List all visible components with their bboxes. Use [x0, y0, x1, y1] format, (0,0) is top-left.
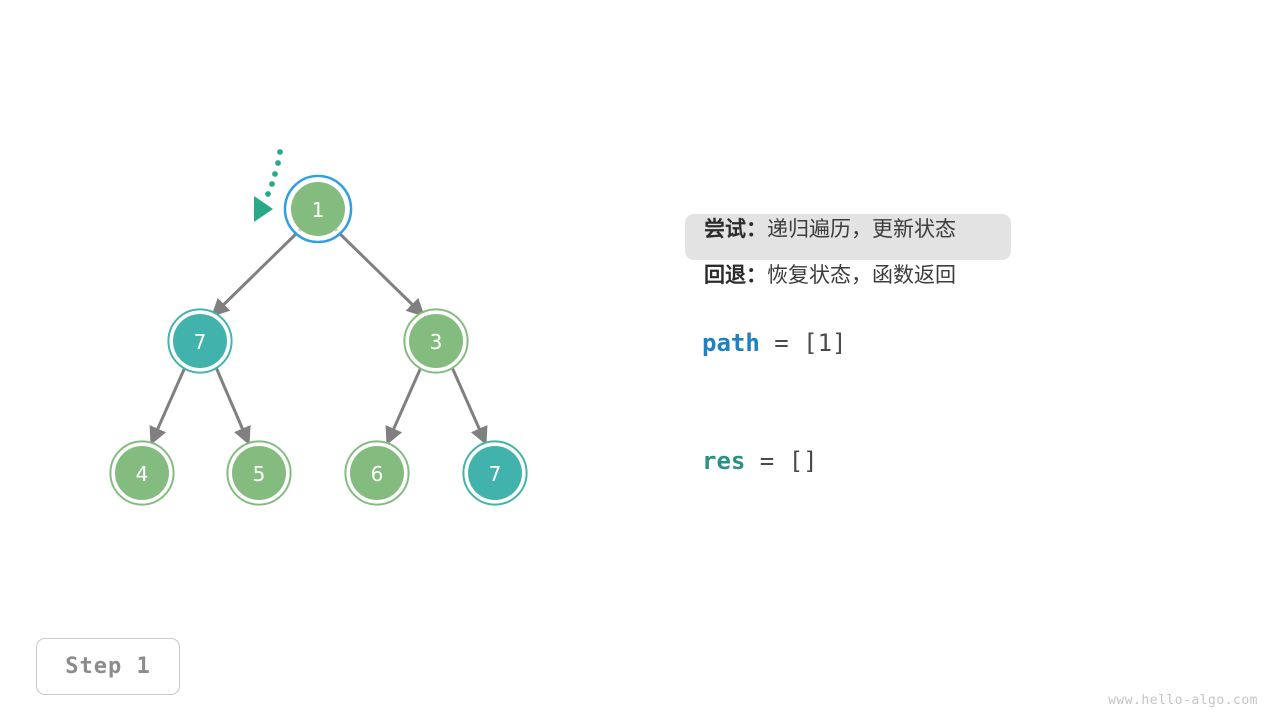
pointer-dot: [265, 191, 271, 197]
node-inner-gap: [286, 177, 350, 241]
res-variable-line: res = []: [702, 447, 818, 475]
node-outer-ring: [226, 440, 292, 506]
pointer-dot: [269, 181, 275, 187]
node-circle: [115, 446, 169, 500]
node-value: 7: [489, 462, 502, 486]
tree-node-6[interactable]: 6: [344, 440, 410, 506]
backtrack-label: 回退：: [704, 263, 767, 287]
node-value: 4: [136, 462, 149, 486]
explanation-row-backtrack: 回退：恢复状态，函数返回: [685, 252, 1245, 298]
tree-node-7-right[interactable]: 7: [462, 440, 528, 506]
path-variable-line: path = [1]: [702, 329, 847, 357]
node-outer-ring: [109, 440, 175, 506]
edge-3-to-6: [385, 364, 424, 446]
node-value: 5: [253, 462, 266, 486]
node-outer-ring: [462, 440, 528, 506]
tree-edges: [149, 228, 488, 446]
pointer-dot: [277, 149, 283, 155]
pointer-arrow-icon: [254, 196, 273, 222]
recursion-pointer: [254, 149, 283, 222]
path-variable-value: = [1]: [759, 329, 847, 357]
watermark: www.hello-algo.com: [1108, 693, 1258, 708]
tree-node-7-left[interactable]: 7: [167, 308, 233, 374]
res-variable-value: = []: [745, 447, 818, 475]
node-value: 6: [371, 462, 384, 486]
node-inner-gap: [228, 442, 290, 504]
tree-node-1[interactable]: 1: [283, 174, 353, 244]
backtrack-text: 恢复状态，函数返回: [767, 263, 956, 287]
node-inner-gap: [111, 442, 173, 504]
try-label: 尝试：: [704, 217, 767, 241]
node-inner-gap: [405, 310, 467, 372]
node-circle: [232, 446, 286, 500]
pointer-dot: [272, 171, 278, 177]
step-badge: Step 1: [36, 638, 180, 695]
try-text: 递归遍历，更新状态: [767, 217, 956, 241]
explanation-panel: 尝试：递归遍历，更新状态 回退：恢复状态，函数返回: [685, 206, 1245, 298]
node-highlight-ring: [283, 174, 353, 244]
node-outer-ring: [344, 440, 410, 506]
explanation-row-try: 尝试：递归遍历，更新状态: [685, 206, 1245, 260]
node-circle: [350, 446, 404, 500]
pointer-dot: [275, 160, 281, 166]
node-inner-gap: [346, 442, 408, 504]
edge-7l-to-5: [213, 364, 251, 446]
node-inner-gap: [464, 442, 526, 504]
edge-3-to-7r: [449, 364, 488, 446]
tree-nodes: 1 7 3 4: [109, 174, 528, 506]
node-value: 3: [430, 330, 443, 354]
tree-node-3[interactable]: 3: [403, 308, 469, 374]
edge-7l-to-4: [149, 364, 188, 446]
edge-1-to-7l: [210, 228, 302, 318]
node-circle: [173, 314, 227, 368]
res-variable-name: res: [702, 447, 746, 475]
node-value: 1: [312, 198, 325, 222]
row-highlight-background: [685, 214, 1011, 260]
node-value: 7: [194, 330, 207, 354]
node-inner-gap: [169, 310, 231, 372]
edge-1-to-3: [334, 228, 426, 318]
node-outer-ring: [403, 308, 469, 374]
node-outer-ring: [167, 308, 233, 374]
tree-node-4[interactable]: 4: [109, 440, 175, 506]
tree-node-5[interactable]: 5: [226, 440, 292, 506]
node-circle: [468, 446, 522, 500]
watermark-text: www.hello-algo.com: [1108, 693, 1258, 708]
step-badge-label: Step 1: [65, 654, 151, 679]
node-circle: [291, 182, 345, 236]
path-variable-name: path: [702, 329, 760, 357]
node-circle: [409, 314, 463, 368]
